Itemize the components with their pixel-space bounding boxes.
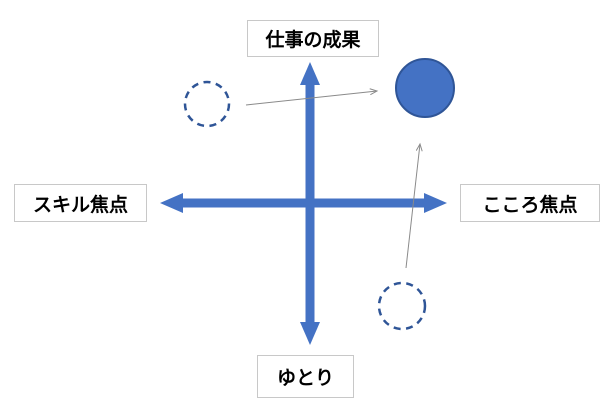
- axis-label-bottom: ゆとり: [257, 355, 354, 398]
- vertical-axis-up-arrowhead-icon: [300, 62, 320, 85]
- horizontal-axis-right-arrowhead-icon: [424, 193, 447, 213]
- solid-circle-upper-right: [395, 58, 455, 118]
- axis-label-top: 仕事の成果: [247, 20, 379, 57]
- connector-lower-right-to-circle: [405, 142, 423, 269]
- dashed-circle-upper-left: [183, 80, 231, 128]
- horizontal-axis-arrow: [160, 193, 447, 213]
- axis-label-right: こころ焦点: [460, 184, 600, 222]
- dashed-circle-lower-right: [377, 281, 427, 331]
- connector-upper-left-to-circle: [245, 88, 379, 106]
- vertical-axis-down-arrowhead-icon: [300, 322, 320, 345]
- horizontal-axis-left-arrowhead-icon: [160, 193, 183, 213]
- axis-label-left: スキル焦点: [14, 184, 147, 222]
